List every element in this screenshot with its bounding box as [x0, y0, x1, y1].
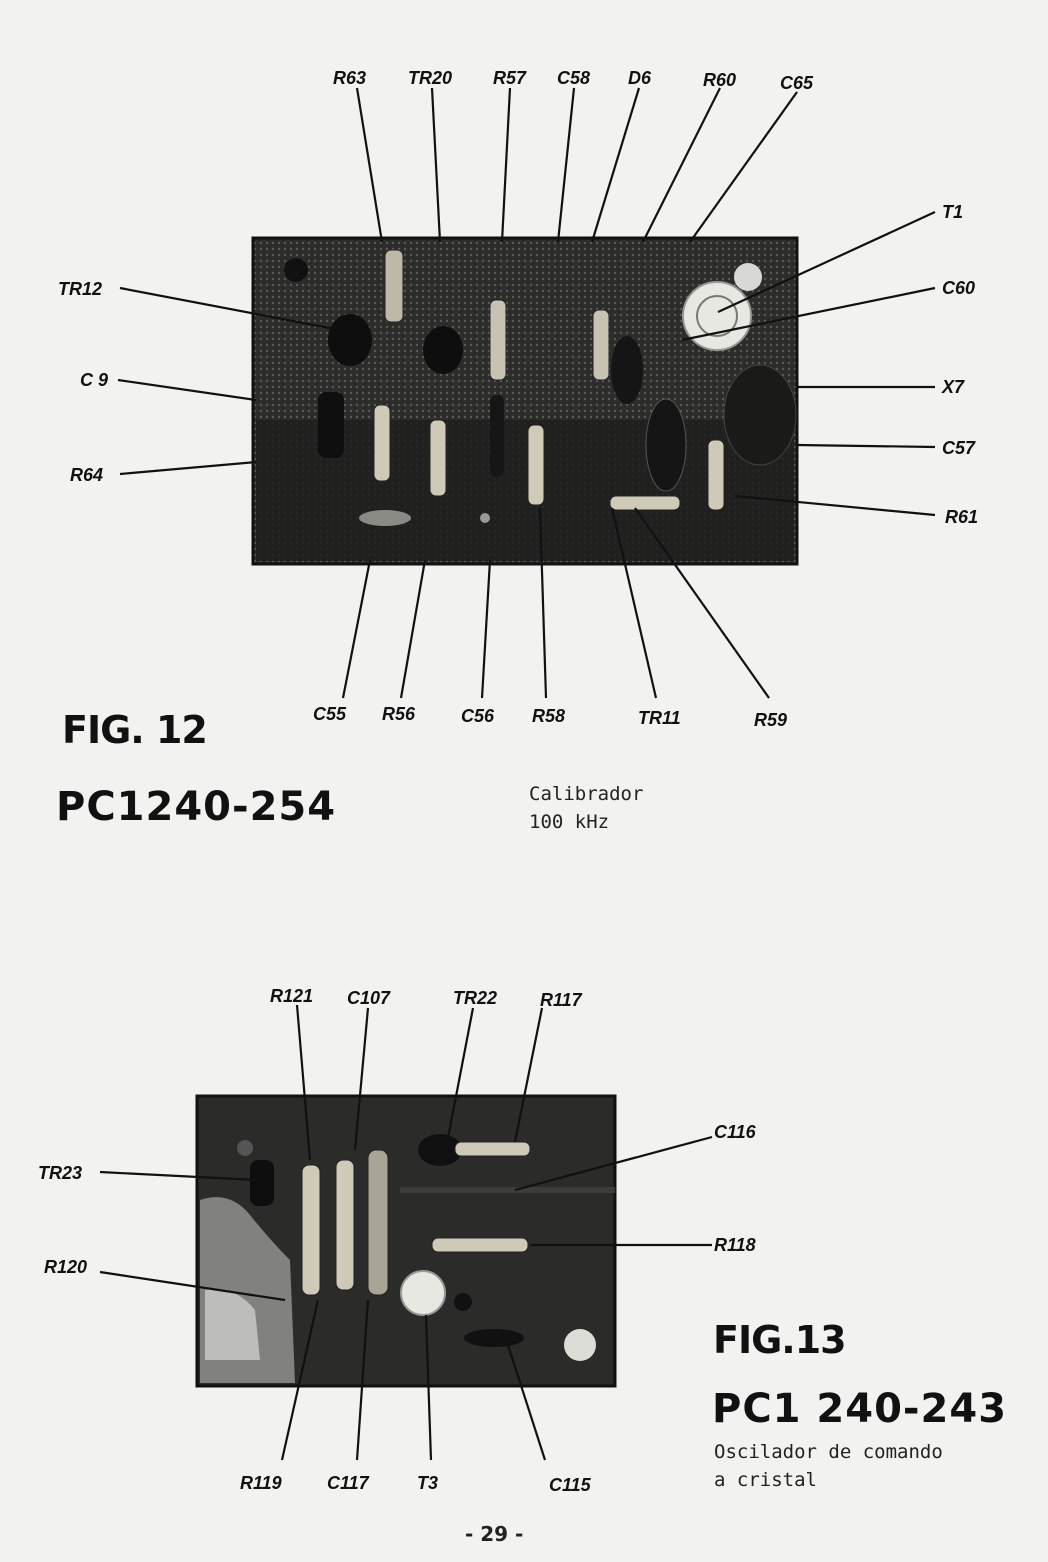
- fig12-description-line2: 100 kHz: [529, 811, 610, 833]
- fig13-label-r118: R118: [714, 1235, 756, 1255]
- fig12-label-c58: C58: [557, 68, 591, 88]
- fig13-label-tr23: TR23: [38, 1163, 83, 1183]
- fig12-label-r64: R64: [70, 465, 104, 485]
- fig12-label-t1: T1: [942, 202, 964, 222]
- fig13-title: FIG.13: [713, 1318, 847, 1362]
- fig12-label-c9: C 9: [80, 370, 109, 390]
- fig12-label-tr11: TR11: [638, 708, 681, 728]
- fig13-board-photo: [195, 1094, 617, 1388]
- fig12-label-c55: C55: [313, 704, 347, 724]
- fig12-label-c56: C56: [461, 706, 495, 726]
- fig13-label-c117: C117: [327, 1473, 369, 1493]
- fig12-label-c60: C60: [942, 278, 976, 298]
- fig13-description: Oscilador de comando a cristal: [714, 1438, 943, 1494]
- fig13-label-c107: C107: [347, 988, 391, 1008]
- fig13-label-c115: C115: [549, 1475, 591, 1495]
- fig13-label-r120: R120: [44, 1257, 88, 1277]
- fig13-label-tr22: TR22: [453, 988, 498, 1008]
- fig12-label-r57: R57: [493, 68, 527, 88]
- fig13-label-r117: R117: [540, 990, 582, 1010]
- fig12-label-r61: R61: [945, 507, 979, 527]
- fig13-description-line1: Oscilador de comando: [714, 1441, 943, 1463]
- fig13-description-line2: a cristal: [714, 1469, 817, 1491]
- fig12-label-r60: R60: [703, 70, 737, 90]
- fig12-board-photo: [251, 236, 799, 566]
- fig12-description: Calibrador 100 kHz: [529, 780, 643, 836]
- fig12-label-tr12: TR12: [58, 279, 103, 299]
- fig13-code: PC1 240-243: [712, 1386, 1008, 1432]
- fig12-label-r63: R63: [333, 68, 367, 88]
- page-number: - 29 -: [465, 1522, 524, 1546]
- fig12-description-line1: Calibrador: [529, 783, 644, 805]
- fig12-label-r58: R58: [532, 706, 566, 726]
- fig12-code: PC1240-254: [56, 784, 337, 830]
- fig13-label-c116: C116: [714, 1122, 756, 1142]
- fig13-label-r121: R121: [270, 986, 314, 1006]
- fig12-label-r56: R56: [382, 704, 416, 724]
- fig12-title: FIG. 12: [62, 708, 208, 752]
- fig12-label-tr20: TR20: [408, 68, 453, 88]
- fig13-label-t3: T3: [417, 1473, 439, 1493]
- fig12-label-r59: R59: [754, 710, 788, 730]
- fig12-label-d6: D6: [628, 68, 652, 88]
- fig12-label-c65: C65: [780, 73, 814, 93]
- fig12-label-x7: X7: [942, 377, 965, 397]
- fig13-label-r119: R119: [240, 1473, 282, 1493]
- fig12-label-c57: C57: [942, 438, 976, 458]
